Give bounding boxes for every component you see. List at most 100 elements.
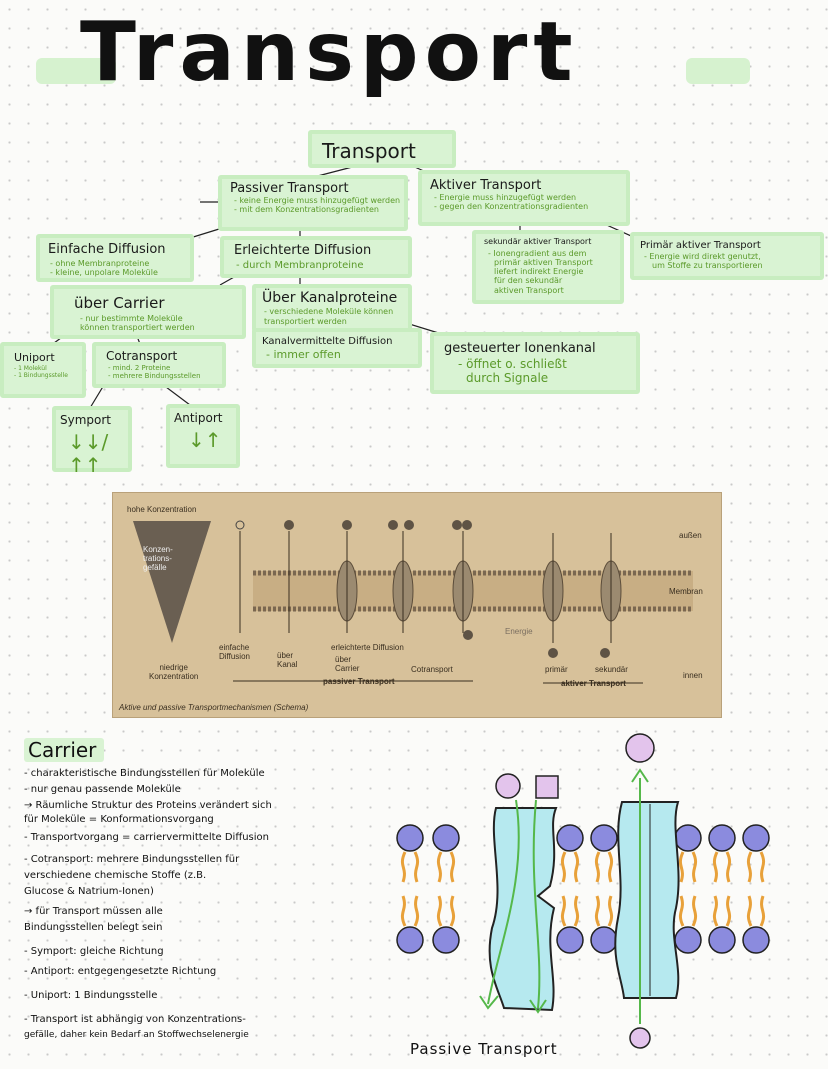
lipid-tail [678,851,685,883]
node-uniport-heading: Uniport [14,351,55,364]
node-channel-heading: Über Kanalproteine [262,290,398,306]
textbook-figure: hohe Konzentration Konzen- trations- gef… [112,492,722,718]
node-transport-root: Transport [308,130,456,168]
tb-gradient: Konzen- trations- gefälle [143,545,173,572]
lipid-tail [560,895,567,927]
lipid-tail [449,851,456,883]
lipid-tail [400,895,407,927]
lipid-tail [413,895,420,927]
molecule-square-top [535,775,559,799]
node-primary-active: Primär aktiver Transport - Energie wird … [630,232,824,280]
node-channel-note-2: transportiert werden [264,316,347,326]
lipid-tail [759,895,766,927]
lipid-head [674,824,702,852]
node-secondary-note-1: - Ionengradient aus dem [488,248,587,258]
lipid-head [708,926,736,954]
lipid-tail [436,895,443,927]
node-symport: Symport ↓↓/↑↑ [52,406,132,477]
carrier-note-10: Bindungsstellen belegt sein [24,922,163,933]
tb-active: aktiver Transport [561,679,626,688]
node-transport-root-label: Transport [322,139,416,163]
molecule-circle-channel-top [625,733,655,763]
node-cotransport: Cotransport - mind. 2 Proteine - mehrere… [92,342,226,388]
node-cotransport-note-2: - mehrere Bindungsstellen [108,372,201,381]
node-channel-mediated: Kanalvermittelte Diffusion - immer offen [252,328,422,368]
node-passive-heading: Passiver Transport [230,181,349,196]
node-channel-note-1: - verschiedene Moleküle können [264,307,394,317]
channel-protein [614,801,680,999]
node-channel-mediated-note-1: - immer offen [266,348,341,361]
node-gated-channel: gesteuerter Ionenkanal - öffnet o. schli… [430,332,640,394]
lipid-tail [712,895,719,927]
node-secondary-active: sekundär aktiver Transport - Ionengradie… [472,230,624,304]
lipid-head [742,926,770,954]
carrier-note-13: - Uniport: 1 Bindungsstelle [24,990,158,1001]
lipid-tail [746,851,753,883]
node-active-note-1: - Energie muss hinzugefügt werden [434,193,577,203]
lipid-tail [712,851,719,883]
lipid-tail [746,895,753,927]
tb-cotransport: Cotransport [411,665,453,674]
node-secondary-heading: sekundär aktiver Transport [484,237,592,246]
lipid-head [674,926,702,954]
lipid-heads [396,824,770,954]
lipid-tail [400,851,407,883]
lipid-tail [678,895,685,927]
node-facilitated-note-1: - durch Membranproteine [236,260,364,272]
node-symport-heading: Symport [60,413,112,427]
tb-primary: primär [545,665,568,674]
lipid-head [590,824,618,852]
node-active-note-2: - gegen den Konzentrationsgradienten [434,202,589,212]
tb-low-concentration: niedrige Konzentration [149,663,199,681]
carrier-note-3: → Räumliche Struktur des Proteins veränd… [24,800,272,811]
node-carrier-note-1: - nur bestimmte Moleküle [80,313,183,323]
tb-facilitated: erleichterte Diffusion [331,643,404,652]
node-channel-mediated-heading: Kanalvermittelte Diffusion [262,336,393,347]
lipid-tail [691,851,698,883]
node-simple-note-2: - kleine, unpolare Moleküle [50,268,158,278]
node-uniport-note-1: - 1 Molekül [14,365,47,373]
lipid-tail [449,895,456,927]
carrier-note-6: - Cotransport: mehrere Bindungsstellen f… [24,854,240,865]
lipid-tail [594,851,601,883]
carrier-note-1: - charakteristische Bindungsstellen für … [24,768,265,779]
lipid-tails [400,851,766,927]
node-channel-proteins: Über Kanalproteine - verschiedene Molekü… [252,284,412,332]
carrier-note-9: → für Transport müssen alle [24,906,163,917]
node-carrier-note-2: können transportiert werden [80,322,195,332]
page-title: Transport [80,5,579,100]
tb-passive: passiver Transport [323,677,395,686]
node-symport-arrows: ↓↓/↑↑ [68,430,109,478]
tb-outside: außen [679,531,702,540]
lipid-head [396,926,424,954]
carrier-note-7: verschiedene chemische Stoffe (z.B. [24,870,207,881]
node-facilitated-diffusion: Erleichterte Diffusion - durch Membranpr… [220,236,412,278]
carrier-note-8: Glucose & Natrium-Ionen) [24,886,154,897]
lipid-head [708,824,736,852]
tb-membrane: Membran [669,587,703,596]
lipid-head [742,824,770,852]
carrier-note-11: - Symport: gleiche Richtung [24,946,164,957]
node-antiport: Antiport ↓↑ [166,404,240,468]
node-uniport-note-2: - 1 Bindungsstelle [14,371,68,379]
tb-high-concentration: hohe Konzentration [127,505,197,514]
lipid-head [432,926,460,954]
title-highlight-left [36,58,116,84]
carrier-note-4: für Moleküle = Konformationsvorgang [24,814,214,825]
lipid-head [556,824,584,852]
lipid-tail [607,851,614,883]
node-carrier: über Carrier - nur bestimmte Moleküle kö… [50,285,246,339]
lipid-tail [691,895,698,927]
lipid-tail [607,895,614,927]
carrier-note-5: - Transportvorgang = carriervermittelte … [24,832,269,843]
lipid-tail [573,851,580,883]
node-simple-note-1: - ohne Membranproteine [50,259,150,269]
node-primary-note-1: - Energie wird direkt genutzt, [644,252,761,261]
node-secondary-note-4: für den sekundär [494,276,563,286]
node-simple-diffusion: Einfache Diffusion - ohne Membranprotein… [36,234,194,282]
node-carrier-heading: über Carrier [74,294,165,312]
molecule-circle-channel-bottom [629,1027,651,1049]
lipid-head [590,926,618,954]
node-secondary-note-3: liefert indirekt Energie [494,267,584,277]
lipid-tail [413,851,420,883]
